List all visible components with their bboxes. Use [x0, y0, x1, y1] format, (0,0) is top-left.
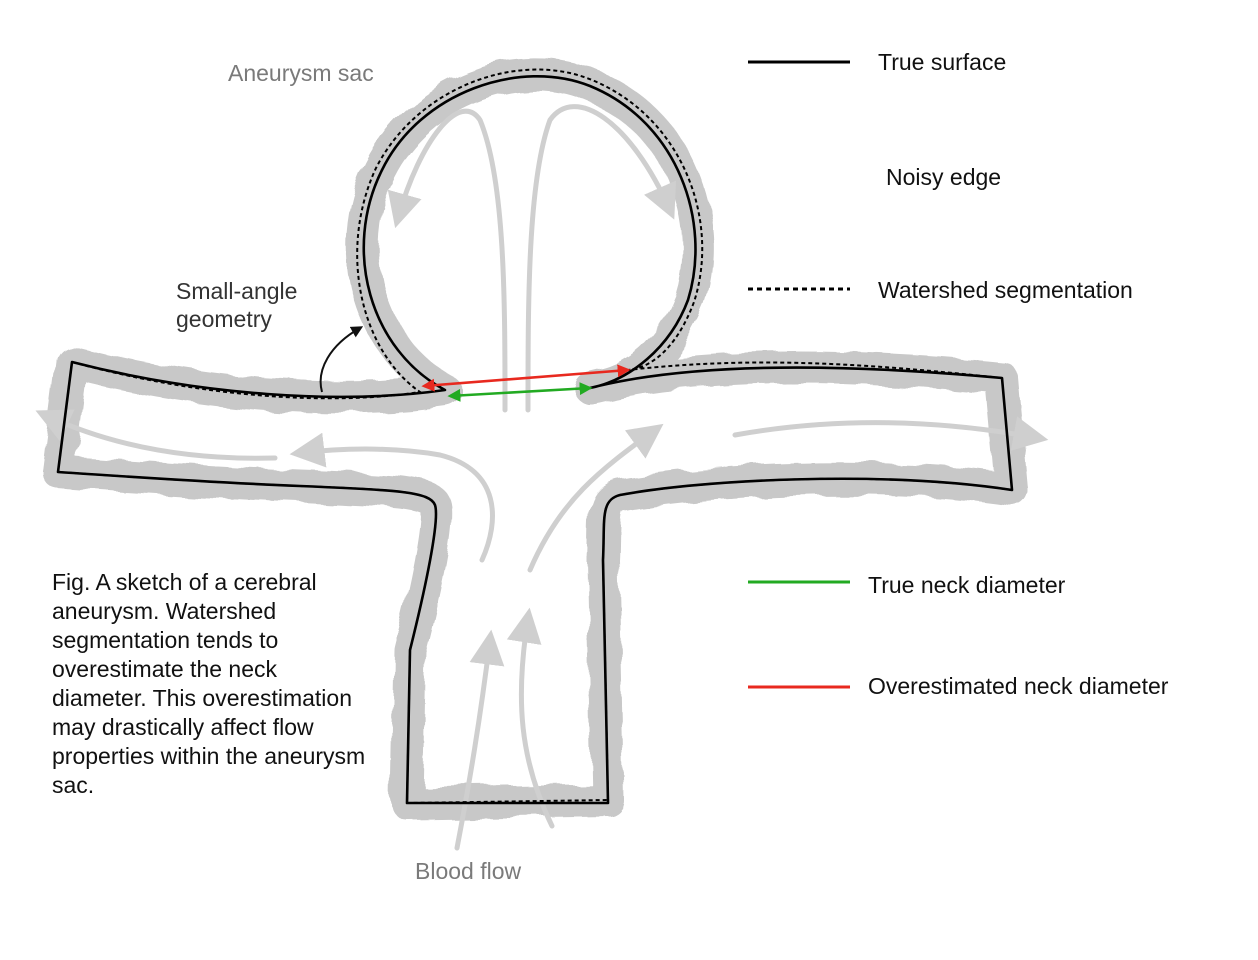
small-angle-pointer: [319, 326, 364, 393]
true-neck-line: [447, 382, 593, 402]
true-surface-contour: [56, 74, 1014, 805]
figure-caption: Fig. A sketch of a cerebral aneurysm. Wa…: [52, 569, 366, 798]
legend-overestimated-neck-label: Overestimated neck diameter: [868, 673, 1169, 699]
legend-true-surface-label: True surface: [878, 49, 1007, 75]
aneurysm-sac-label: Aneurysm sac: [228, 60, 374, 86]
blood-flow-label: Blood flow: [415, 858, 522, 884]
flow-arrows: [35, 104, 1049, 851]
legend-noisy-edge-label: Noisy edge: [886, 164, 1002, 190]
small-angle-label: Small-angle geometry: [176, 278, 298, 332]
legend-true-neck-label: True neck diameter: [868, 572, 1066, 598]
legend-watershed-label: Watershed segmentation: [878, 277, 1133, 303]
